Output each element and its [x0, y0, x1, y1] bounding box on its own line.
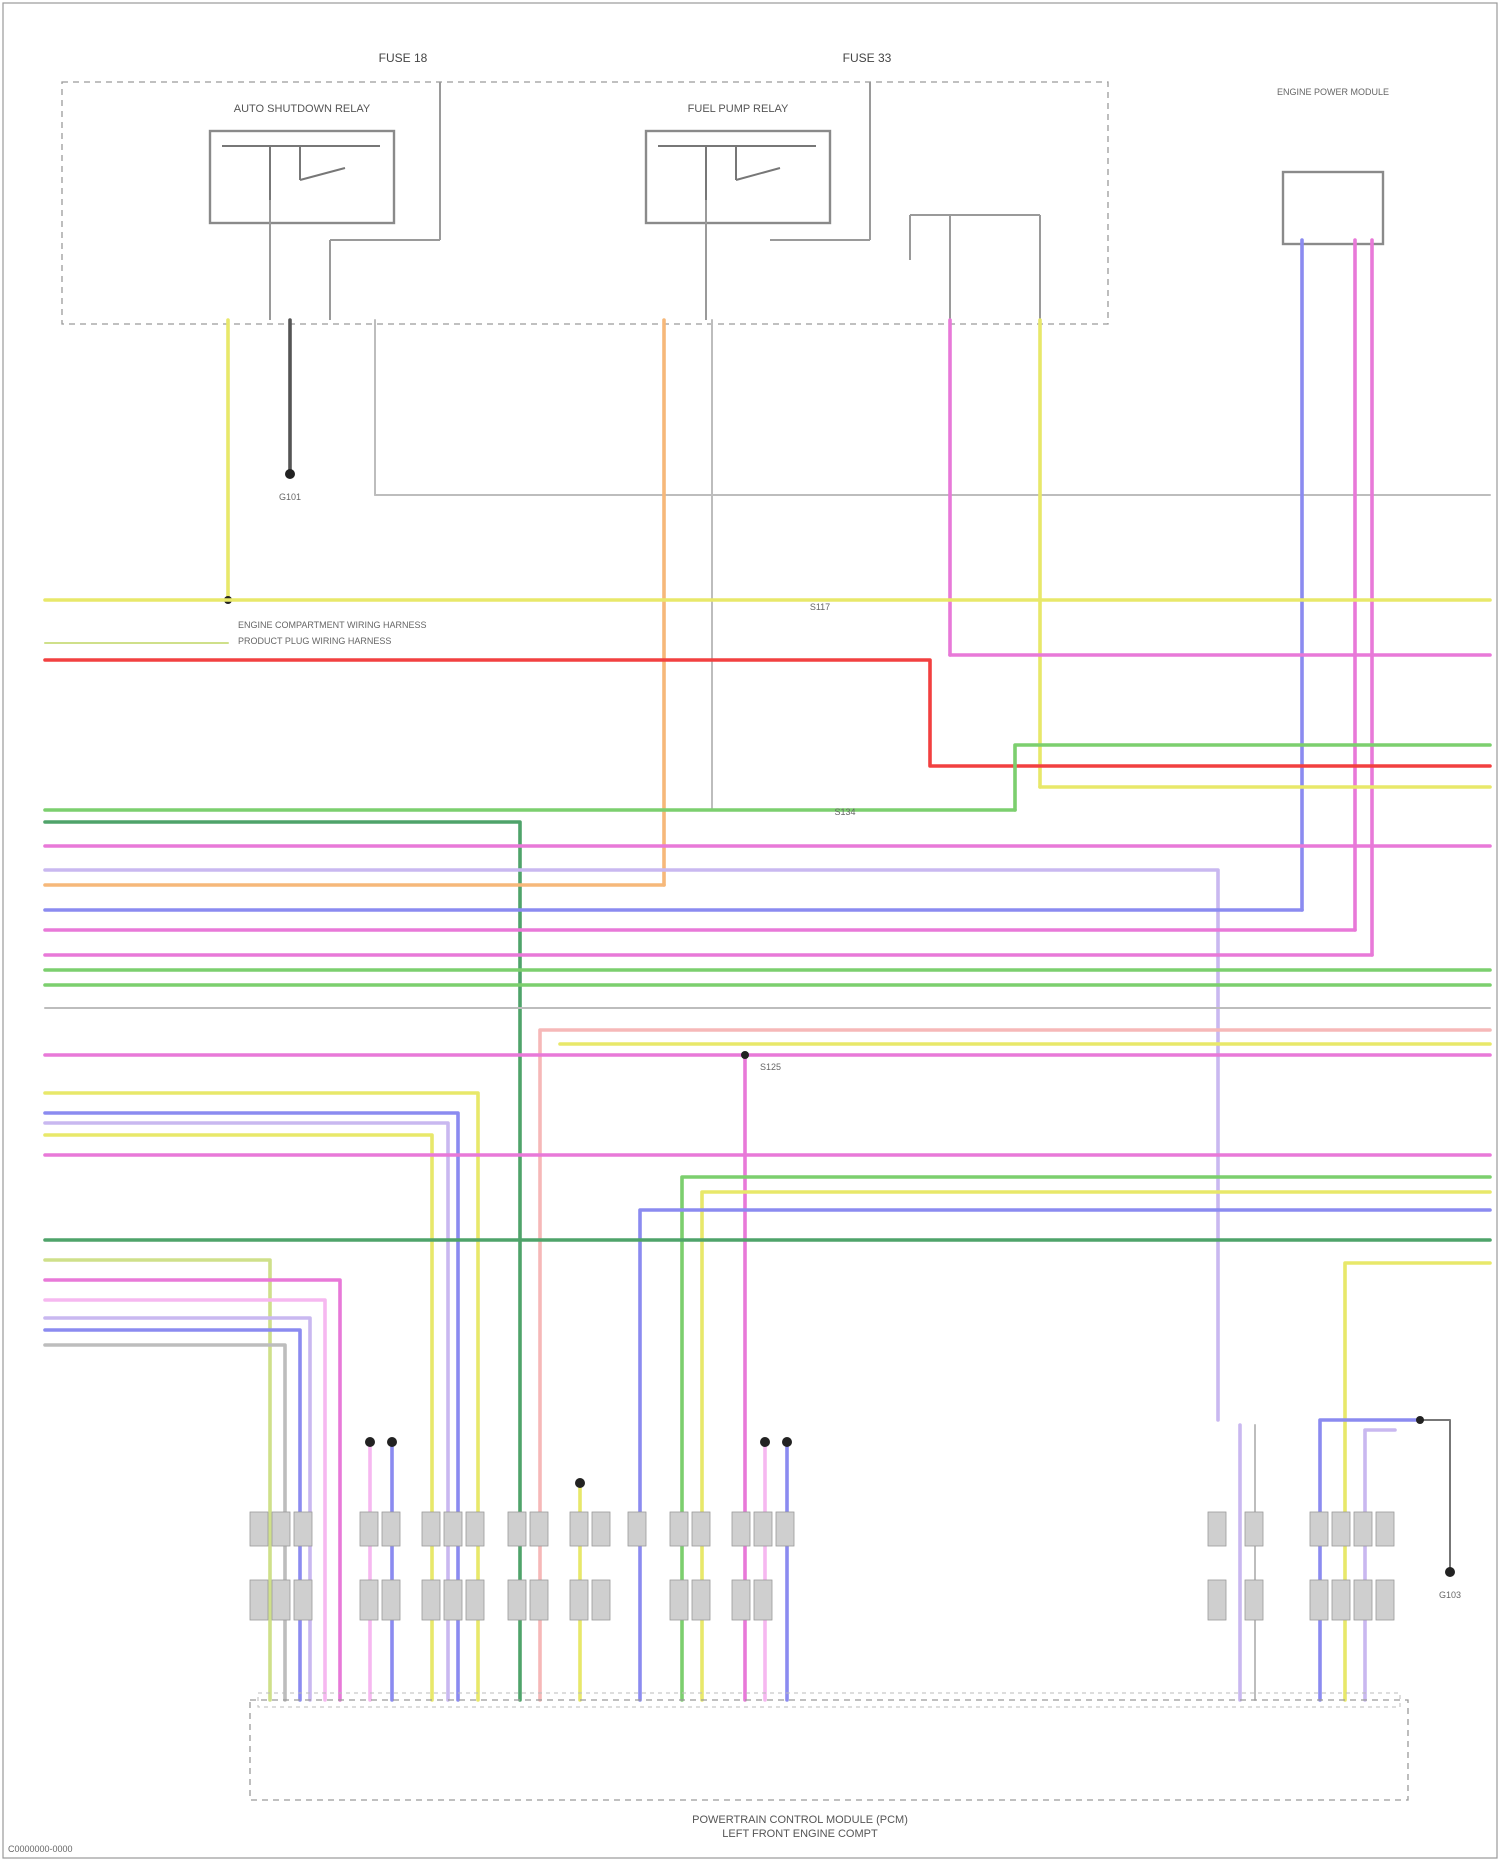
splice-label-2: S134: [834, 807, 855, 817]
splice-dot-8: [1416, 1416, 1424, 1424]
ground-dot-1: [285, 469, 295, 479]
splice-label-1: S117: [810, 602, 830, 612]
ground-label-1: G101: [279, 492, 301, 502]
note-2: PRODUCT PLUG WIRING HARNESS: [238, 636, 391, 646]
note-1: ENGINE COMPARTMENT WIRING HARNESS: [238, 620, 427, 630]
splice-dot-2: [741, 1051, 749, 1059]
wire-r-yellow: [702, 1192, 1490, 1700]
wire-g3-green: [45, 1260, 270, 1700]
bottom-caption-2: LEFT FRONT ENGINE COMPT: [722, 1828, 878, 1840]
connector-chips-row-1: [250, 1512, 1394, 1546]
relay-internals: [222, 146, 816, 200]
relay-2-label: FUEL PUMP RELAY: [688, 103, 789, 115]
fuse-label-1: FUSE 18: [379, 51, 428, 65]
wire-h-green-r1: [1015, 745, 1490, 810]
wire-r-lav-3: [1365, 1430, 1395, 1700]
wire-ground-right: [1420, 1420, 1450, 1570]
module-right-label: ENGINE POWER MODULE: [1277, 87, 1389, 97]
footer-code: C0000000-0000: [8, 1844, 73, 1854]
wire-r-lavender: [640, 1210, 1490, 1700]
splice-dot-4: [387, 1437, 397, 1447]
engine-power-module-box: [1283, 172, 1383, 244]
fuel-pump-relay-box: [646, 131, 830, 223]
power-distribution-box: [62, 82, 1108, 324]
ground-label-2: G103: [1439, 1590, 1461, 1600]
splice-dot-5: [575, 1478, 585, 1488]
top-feed-lines: [270, 82, 1040, 320]
fuse-label-2: FUSE 33: [843, 51, 892, 65]
auto-shutdown-relay-box: [210, 131, 394, 223]
wire-r-green: [682, 1177, 1490, 1700]
relay-1-label: AUTO SHUTDOWN RELAY: [234, 103, 371, 115]
wire-g3-pink: [45, 1280, 340, 1700]
wire-g3-pink-2: [45, 1300, 325, 1700]
ground-dot-2: [1445, 1567, 1455, 1577]
splice-dot-6: [760, 1437, 770, 1447]
wire-g3-gray: [45, 1345, 285, 1700]
wire-row-g1-4: [45, 870, 1218, 1420]
bottom-caption-1: POWERTRAIN CONTROL MODULE (PCM): [692, 1814, 908, 1826]
connector-chips-row-2: [250, 1580, 1394, 1620]
splice-label-3: S125: [760, 1062, 781, 1072]
pcm-module-box: [250, 1700, 1408, 1800]
splice-dot-3: [365, 1437, 375, 1447]
splice-dot-7: [782, 1437, 792, 1447]
wire-r-lav-2: [1320, 1420, 1420, 1700]
wire-h-red: [45, 660, 1490, 766]
